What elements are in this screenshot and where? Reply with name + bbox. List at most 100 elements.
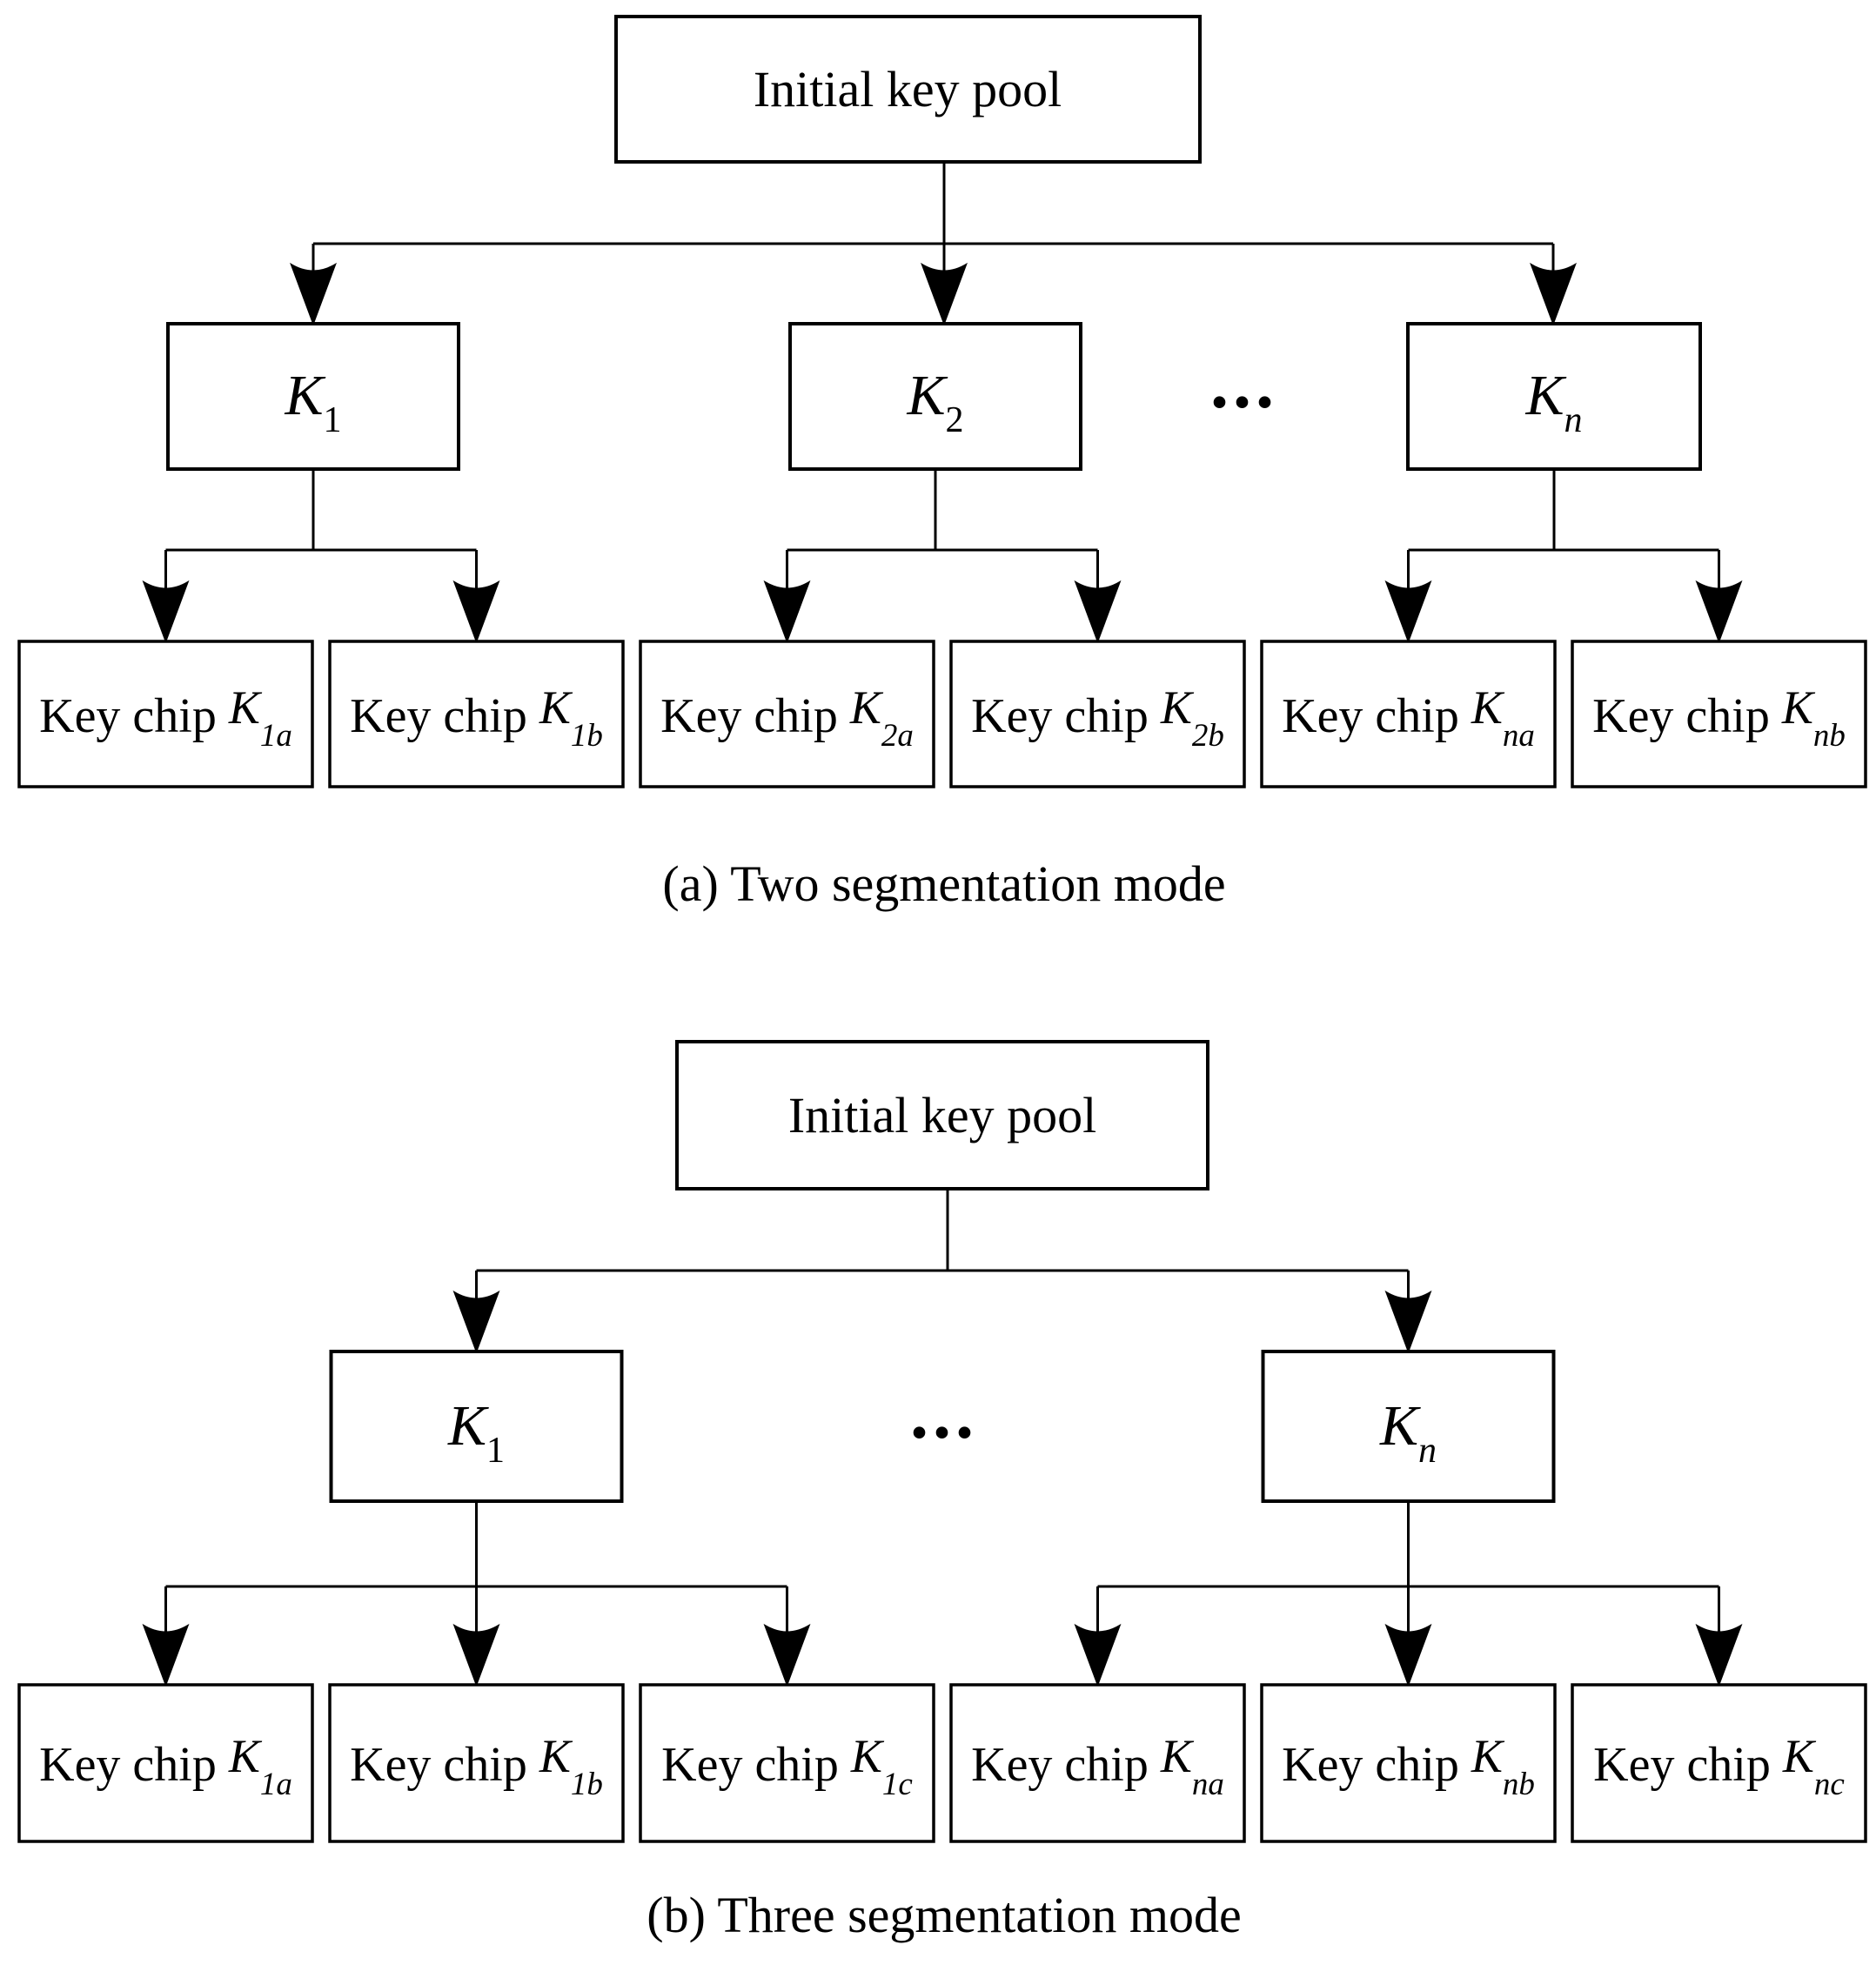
chip-symbol: K xyxy=(1471,1730,1505,1782)
chip-subscript: nc xyxy=(1814,1767,1846,1802)
node-label-a-k2: K2 xyxy=(906,364,963,440)
chip-symbol: K xyxy=(228,681,263,734)
chip-subscript: 2b xyxy=(1192,718,1224,754)
arrowhead-down-icon xyxy=(763,1623,811,1687)
panel-b: Initial key pool K1 Kn ... xyxy=(17,1040,1867,1943)
arrowhead-down-icon xyxy=(452,1623,500,1687)
node-box-a-k2 xyxy=(788,322,1082,471)
chip-box-b-kna xyxy=(949,1683,1246,1843)
chip-prefix: Key chip xyxy=(1282,689,1459,743)
node-subscript: 1 xyxy=(486,1431,505,1471)
chip-subscript: na xyxy=(1503,718,1535,754)
arrowhead-down-icon xyxy=(763,580,811,644)
chip-box-a-k1b xyxy=(328,640,625,788)
chip-subscript: 1a xyxy=(260,718,292,754)
chip-symbol: K xyxy=(850,1730,885,1782)
chip-subscript: nb xyxy=(1503,1767,1535,1802)
chip-prefix: Key chip xyxy=(1593,1738,1771,1792)
panel-a: Initial key pool K1 K2 Kn ... xyxy=(17,15,1867,912)
chip-symbol: K xyxy=(1781,681,1816,734)
chip-prefix: Key chip xyxy=(661,1738,839,1792)
arrowhead-down-icon xyxy=(452,580,500,644)
chip-prefix: Key chip xyxy=(39,1738,217,1792)
arrowhead-down-icon xyxy=(1695,1623,1743,1687)
root-box-b xyxy=(675,1040,1209,1190)
root-label-b: Initial key pool xyxy=(788,1087,1096,1143)
node-subscript: n xyxy=(1564,400,1583,440)
chip-subscript: 1b xyxy=(571,1767,603,1802)
arrowhead-down-icon xyxy=(1384,1623,1432,1687)
chip-subscript: 1c xyxy=(882,1767,914,1802)
arrowhead-down-icon xyxy=(142,580,190,644)
ellipsis-a: ... xyxy=(1210,343,1278,424)
arrowhead-down-icon xyxy=(142,1623,190,1687)
chip-prefix: Key chip xyxy=(971,1738,1149,1792)
chip-box-a-k1a xyxy=(17,640,314,788)
chip-box-a-kna xyxy=(1260,640,1557,788)
ellipsis-b: ... xyxy=(910,1373,978,1454)
caption-a: (a) Two segmentation mode xyxy=(662,855,1225,912)
node-symbol: K xyxy=(1524,364,1566,427)
chip-box-b-k1a xyxy=(17,1683,314,1843)
chip-subscript: 1b xyxy=(571,718,603,754)
chip-box-b-knb xyxy=(1260,1683,1557,1843)
chip-prefix: Key chip xyxy=(971,689,1149,743)
node-symbol: K xyxy=(447,1394,489,1458)
node-box-a-kn xyxy=(1406,322,1702,471)
chip-box-a-knb xyxy=(1571,640,1867,788)
chip-prefix: Key chip xyxy=(39,689,217,743)
arrowhead-down-icon xyxy=(1074,580,1122,644)
node-label-b-k1: K1 xyxy=(447,1394,505,1471)
chip-symbol: K xyxy=(1782,1730,1817,1782)
node-subscript: 1 xyxy=(324,400,342,440)
arrowhead-down-icon xyxy=(1695,580,1743,644)
arrowhead-down-icon xyxy=(1384,1290,1432,1354)
root-box-a xyxy=(614,15,1202,164)
chip-box-b-k1b xyxy=(328,1683,625,1843)
node-subscript: 2 xyxy=(946,400,964,440)
node-symbol: K xyxy=(284,364,325,427)
root-label-a: Initial key pool xyxy=(754,61,1062,117)
node-subscript: n xyxy=(1418,1431,1437,1471)
chip-box-b-k1c xyxy=(639,1683,935,1843)
chip-box-a-k2a xyxy=(639,640,935,788)
arrowhead-down-icon xyxy=(1384,580,1432,644)
caption-b: (b) Three segmentation mode xyxy=(647,1887,1241,1943)
chip-box-b-knc xyxy=(1571,1683,1867,1843)
chip-subscript: 1a xyxy=(260,1767,292,1802)
node-symbol: K xyxy=(906,364,948,427)
arrowhead-down-icon xyxy=(921,262,968,326)
chip-subscript: nb xyxy=(1813,718,1846,754)
chip-prefix: Key chip xyxy=(350,689,527,743)
chip-prefix: Key chip xyxy=(660,689,838,743)
chip-symbol: K xyxy=(849,681,884,734)
chip-prefix: Key chip xyxy=(1282,1738,1459,1792)
chip-box-a-k2b xyxy=(949,640,1246,788)
chip-symbol: K xyxy=(1471,681,1505,734)
chip-subscript: 2a xyxy=(881,718,914,754)
node-label-a-kn: Kn xyxy=(1524,364,1582,440)
chip-subscript: na xyxy=(1192,1767,1224,1802)
chip-symbol: K xyxy=(539,681,573,734)
arrowhead-down-icon xyxy=(1530,262,1577,326)
chip-prefix: Key chip xyxy=(350,1738,527,1792)
chip-symbol: K xyxy=(1160,1730,1195,1782)
node-symbol: K xyxy=(1379,1394,1421,1458)
arrowhead-down-icon xyxy=(1074,1623,1122,1687)
arrowhead-down-icon xyxy=(290,262,337,326)
arrowhead-down-icon xyxy=(452,1290,500,1354)
node-label-a-k1: K1 xyxy=(284,364,341,440)
